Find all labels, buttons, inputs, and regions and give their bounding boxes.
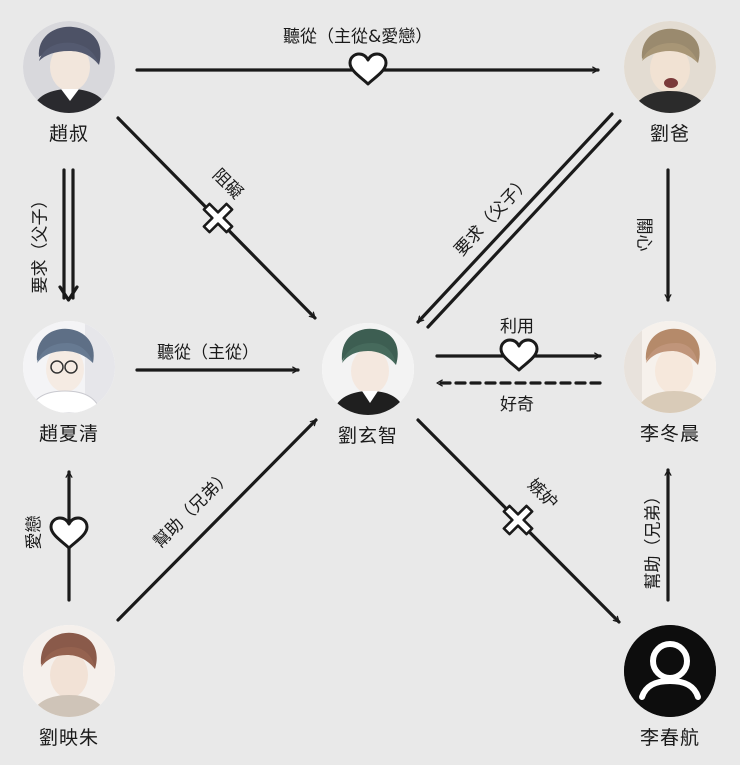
edge-label-liu-xuanzhi-to-li-dongchen: 利用 — [500, 317, 534, 337]
cross-icon — [202, 202, 234, 234]
edge-label-zhao-shu-to-zhao-xiaqing: 要求（父子） — [30, 191, 51, 294]
avatar — [624, 321, 716, 413]
node-li-dongchen: 李冬晨 — [620, 321, 720, 446]
node-liu-yingzhu: 劉映朱 — [19, 625, 119, 750]
avatar — [23, 21, 115, 113]
heart-icon — [49, 516, 89, 550]
edge-label-li-dongchen-to-liu-xuanzhi: 好奇 — [500, 395, 534, 415]
node-name: 劉映朱 — [38, 727, 99, 749]
edge-liu-yingzhu-to-liu-xuanzhi — [116, 418, 318, 622]
edge-label-zhao-shu-to-liu-ba: 聽從（主從&愛戀） — [283, 27, 433, 47]
node-name: 李冬晨 — [639, 423, 700, 445]
edge-zhao-shu-to-zhao-xiaqing-head — [58, 285, 79, 302]
node-name: 劉爸 — [649, 123, 690, 145]
node-zhao-shu: 趙叔 — [19, 21, 119, 146]
node-li-chunhang: 李春航 — [620, 625, 720, 750]
edge-liu-ba-to-liu-xuanzhi — [416, 112, 614, 324]
node-name: 趙夏清 — [38, 423, 99, 445]
node-name: 趙叔 — [48, 123, 89, 145]
cross-icon — [502, 504, 534, 536]
heart-icon — [499, 338, 539, 372]
node-zhao-xiaqing: 趙夏清 — [19, 321, 119, 446]
avatar — [624, 21, 716, 113]
edge-label-zhao-xiaqing-liu-yingzhu: 愛戀 — [24, 515, 45, 550]
node-name: 劉玄智 — [337, 425, 398, 447]
avatar — [322, 323, 414, 415]
edge-liu-ba-to-liu-xuanzhi-second — [426, 119, 622, 329]
edge-label-liu-ba-to-li-dongchen: 關心 — [633, 217, 654, 252]
node-liu-ba: 劉爸 — [620, 21, 720, 146]
node-liu-xuanzhi: 劉玄智 — [318, 323, 418, 448]
person-icon — [624, 625, 716, 717]
heart-icon — [348, 52, 388, 86]
node-name: 李春航 — [639, 727, 700, 749]
edge-label-li-chunhang-to-li-dongchen: 幫助（兄弟） — [643, 487, 664, 590]
edge-label-zhao-xiaqing-to-liu-xuanzhi: 聽從（主從） — [157, 343, 259, 363]
avatar — [23, 625, 115, 717]
avatar — [23, 321, 115, 413]
